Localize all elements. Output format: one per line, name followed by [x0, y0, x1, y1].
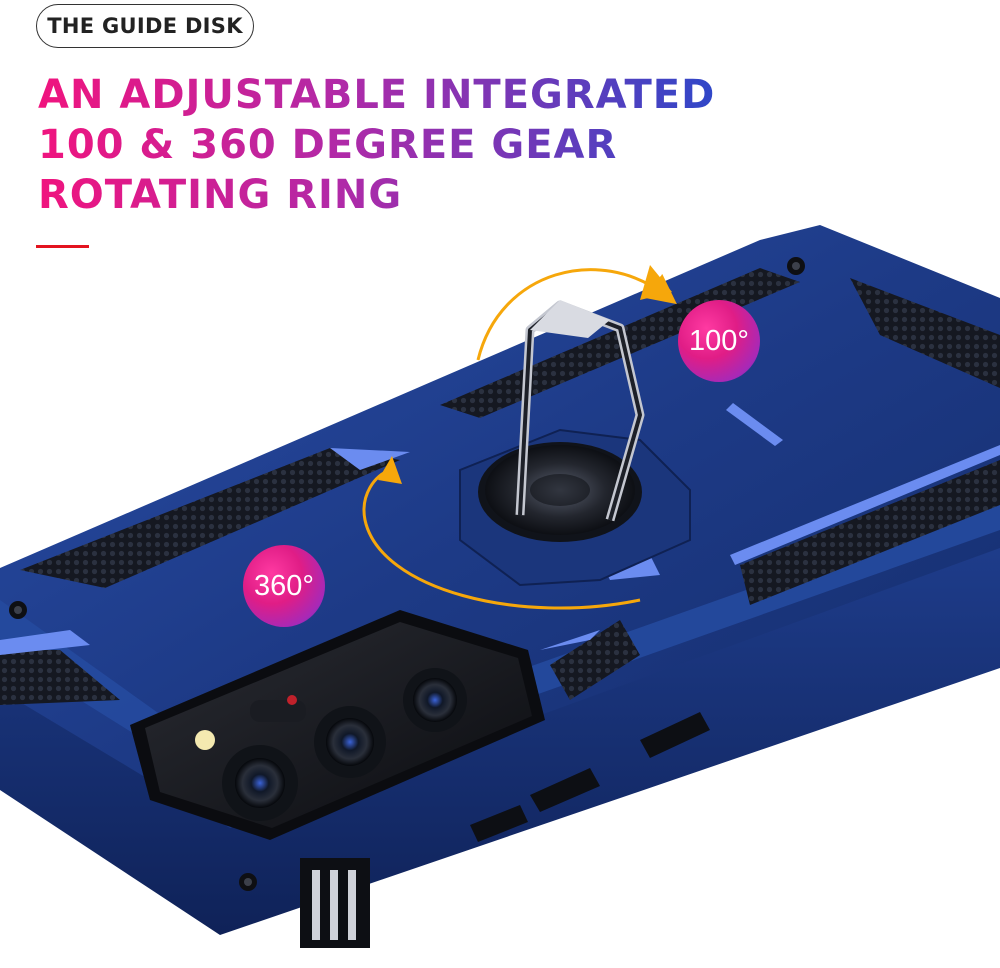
headline-line-1: AN ADJUSTABLE INTEGRATED [38, 72, 716, 118]
side-button-top [640, 712, 710, 758]
guide-disk-badge: THE GUIDE DISK [36, 4, 254, 48]
headline-line-3: ROTATING RING [38, 170, 715, 220]
grip-panel-left [20, 448, 400, 588]
grip-panel-bottom-left [0, 650, 120, 705]
side-button-mid [530, 768, 600, 812]
side-button-low [470, 805, 528, 842]
degree-badge-100: 100° [678, 300, 760, 382]
headline-line-2: 100 & 360 DEGREE GEAR [38, 120, 715, 170]
port-grille [300, 858, 370, 948]
accent-line [36, 245, 89, 248]
camera-flash [195, 730, 215, 750]
headline: AN ADJUSTABLE INTEGRATED 100 & 360 DEGRE… [38, 70, 715, 220]
rotate-arrow-100 [476, 268, 677, 361]
grip-panel-right-top [850, 278, 1000, 388]
grip-panel-bottom-mid [550, 620, 640, 700]
grip-panel-right-bottom [740, 460, 1000, 605]
degree-badge-360: 360° [243, 545, 325, 627]
rotate-arrow-360 [362, 468, 641, 610]
